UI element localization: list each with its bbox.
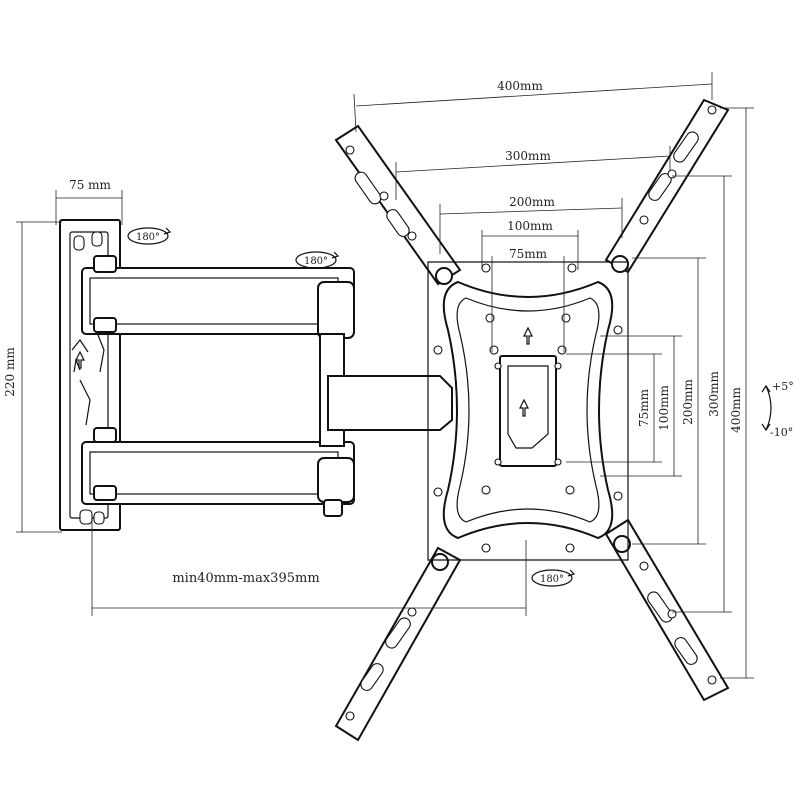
- tilt-down-label: -10°: [770, 426, 793, 439]
- wall-plate-height-label: 220 mm: [3, 347, 17, 397]
- wall-plate-width-dimension: 75 mm: [55, 178, 123, 225]
- swivel-wall-rotation: 180°: [127, 227, 172, 245]
- vesa-300-vertical-label: 300mm: [707, 371, 721, 417]
- tilt-up-label: +5°: [772, 380, 794, 393]
- vesa-400-horizontal-label: 400mm: [497, 79, 543, 93]
- swivel-wall-label: 180°: [136, 232, 160, 243]
- swivel-arm-label: 180°: [304, 256, 328, 267]
- tv-head-plate: [427, 261, 629, 561]
- tilt-indicator: +5° -10°: [761, 380, 794, 439]
- vesa-x-brackets: [334, 98, 730, 742]
- vesa-300-horizontal-label: 300mm: [505, 149, 551, 163]
- reach-label: min40mm-max395mm: [172, 571, 319, 586]
- articulating-arms: [81, 255, 453, 517]
- vesa-75-vertical-label: 75mm: [637, 388, 651, 427]
- swivel-head-rotation: 180°: [531, 569, 576, 587]
- swivel-head-label: 180°: [540, 574, 564, 585]
- vesa-200-vertical-label: 200mm: [681, 379, 695, 425]
- vertical-dimensions: 75mm 100mm 200mm 300mm 400mm: [566, 107, 754, 679]
- vesa-75-horizontal-label: 75mm: [509, 247, 548, 261]
- swivel-arm-rotation: 180°: [295, 251, 340, 269]
- horizontal-dimensions: 400mm 300mm 200mm 100mm 75mm: [353, 72, 713, 352]
- vesa-200-horizontal-label: 200mm: [509, 195, 555, 209]
- reach-dimension: min40mm-max395mm: [91, 520, 527, 616]
- wall-plate-height-dimension: 220 mm: [3, 221, 62, 533]
- wall-plate-width-label: 75 mm: [69, 178, 111, 192]
- vesa-400-vertical-label: 400mm: [729, 387, 743, 433]
- vesa-100-vertical-label: 100mm: [657, 385, 671, 431]
- vesa-100-horizontal-label: 100mm: [507, 219, 553, 233]
